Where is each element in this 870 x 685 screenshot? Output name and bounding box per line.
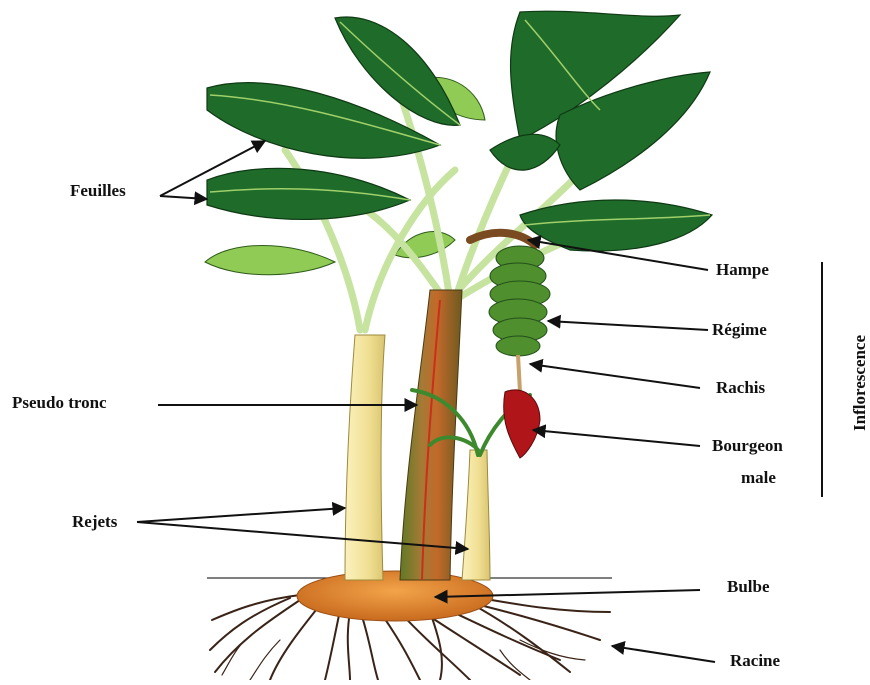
label-bourgeon: Bourgeon <box>712 436 783 456</box>
label-rachis: Rachis <box>716 378 765 398</box>
male-bud <box>504 390 540 458</box>
leaves-front <box>207 11 712 251</box>
label-male: male <box>741 468 776 488</box>
pale-pseudo-trunk <box>345 335 385 580</box>
label-feuilles: Feuilles <box>70 181 126 201</box>
rachis <box>518 355 520 392</box>
bunch <box>489 246 550 356</box>
label-hampe: Hampe <box>716 260 769 280</box>
label-bulbe: Bulbe <box>727 577 770 597</box>
label-regime: Régime <box>712 320 767 340</box>
label-racine: Racine <box>730 651 780 671</box>
label-rejets: Rejets <box>72 512 117 532</box>
main-pseudo-trunk <box>400 290 462 580</box>
label-inflorescence: Inflorescence <box>850 328 870 438</box>
sucker <box>462 450 490 580</box>
label-pseudo-tronc: Pseudo tronc <box>12 393 107 413</box>
